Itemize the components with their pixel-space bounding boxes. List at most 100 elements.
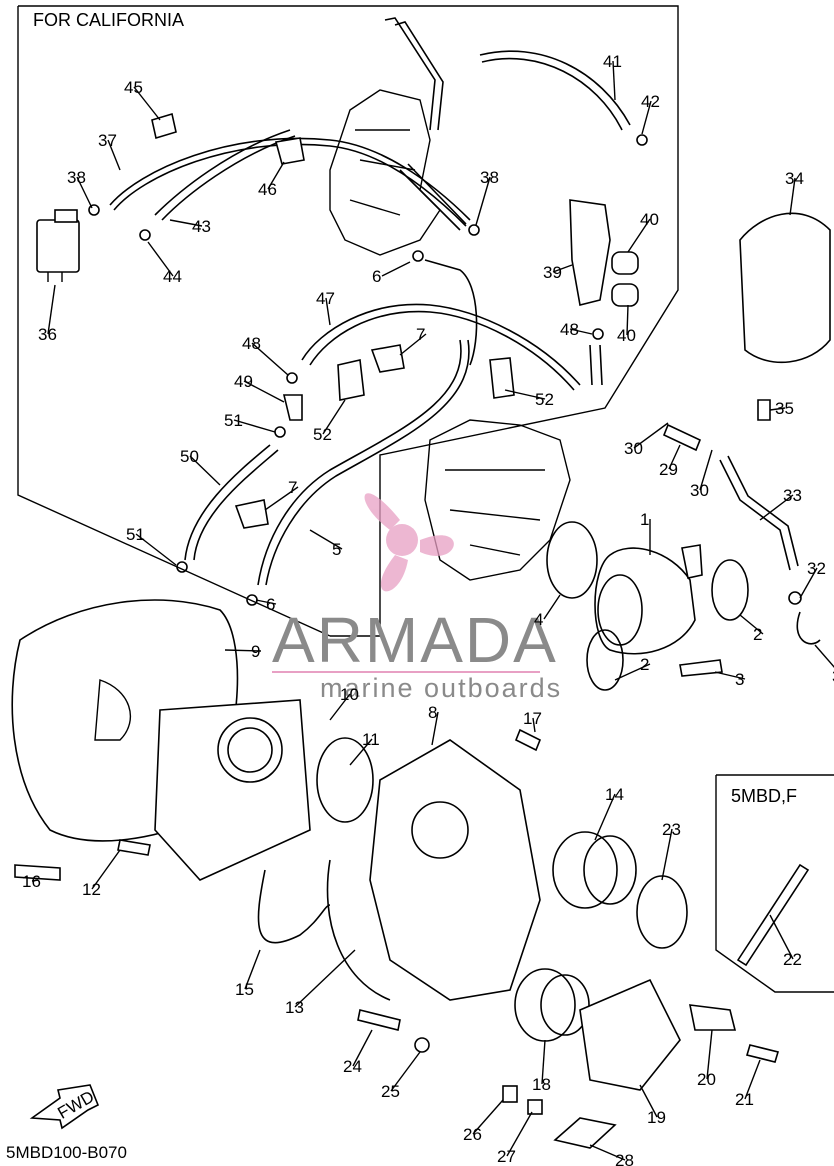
callout-number: 13 xyxy=(285,998,304,1017)
callout-number: 52 xyxy=(313,425,332,444)
watermark-brand: ARMADA xyxy=(272,604,558,676)
screw-35 xyxy=(757,399,771,421)
leader-line xyxy=(399,333,427,356)
clip-38b xyxy=(468,224,480,236)
screw-21 xyxy=(745,1044,780,1063)
callout-number: 51 xyxy=(224,411,243,430)
callout-number: 4 xyxy=(534,610,543,629)
variant-frame xyxy=(715,774,834,993)
nut-25 xyxy=(502,1085,518,1103)
callout-number: 46 xyxy=(258,180,277,199)
callout-number: 24 xyxy=(343,1057,362,1076)
hose-to-38 xyxy=(399,169,461,231)
callout-number: 28 xyxy=(615,1151,634,1166)
hose-6-upper xyxy=(424,259,478,366)
clip-48b xyxy=(592,328,604,340)
bolt-12 xyxy=(117,839,151,856)
callout-number: 7 xyxy=(288,478,297,497)
clip-48a xyxy=(286,372,298,384)
callout-number: 15 xyxy=(235,980,254,999)
leader-line xyxy=(789,177,796,216)
callout-number: 18 xyxy=(532,1075,551,1094)
hose-50 xyxy=(184,444,271,561)
callout-number: 16 xyxy=(22,872,41,891)
callout-number: 30 xyxy=(690,481,709,500)
leader-line xyxy=(309,529,343,550)
callout-number: 20 xyxy=(697,1070,716,1089)
leader-line xyxy=(472,1099,504,1135)
leader-line xyxy=(147,241,174,277)
screw-17 xyxy=(514,728,542,752)
joint-14 xyxy=(552,831,637,909)
watermark-tagline: marine outboards xyxy=(320,673,562,703)
leader-line xyxy=(264,486,299,511)
callout-number: 34 xyxy=(785,169,804,188)
case-13 xyxy=(326,859,391,1001)
clamp-46 xyxy=(274,137,305,165)
washer-27 xyxy=(414,1037,430,1053)
callout-number: 19 xyxy=(647,1108,666,1127)
callout-number: 26 xyxy=(463,1125,482,1144)
pipe-48 xyxy=(589,344,603,386)
leader-line xyxy=(614,663,651,681)
callout-number: 8 xyxy=(428,703,437,722)
callout-number: 49 xyxy=(234,372,253,391)
variant-header: 5MBD,F xyxy=(731,786,797,806)
callout-number: 9 xyxy=(251,642,260,661)
callout-number: 5 xyxy=(332,540,341,559)
callout-number: 43 xyxy=(192,217,211,236)
hose-41 xyxy=(479,50,631,126)
leader-line xyxy=(532,717,536,733)
screw-3 xyxy=(679,659,723,677)
callout-number: 10 xyxy=(340,685,359,704)
callout-number: 29 xyxy=(659,460,678,479)
plate-19 xyxy=(579,978,681,1091)
leader-line xyxy=(390,1051,421,1092)
callout-number: 35 xyxy=(775,399,794,418)
leader-line xyxy=(626,304,629,336)
callout-number: 47 xyxy=(316,289,335,308)
carburetor-outline xyxy=(424,419,571,581)
california-header: FOR CALIFORNIA xyxy=(33,10,184,30)
callout-number: 12 xyxy=(82,880,101,899)
callout-number: 50 xyxy=(180,447,199,466)
hose-50-inner xyxy=(193,449,279,561)
callout-number: 44 xyxy=(163,267,182,286)
element-10 xyxy=(154,699,311,881)
callout-number: 36 xyxy=(38,325,57,344)
leader-line xyxy=(769,407,786,411)
leader-line xyxy=(475,176,491,226)
bolt-16 xyxy=(14,864,61,881)
callout-number: 32 xyxy=(807,559,826,578)
bolt-24 xyxy=(357,1009,401,1031)
callout-number: 40 xyxy=(640,210,659,229)
leader-line xyxy=(91,849,121,890)
callout-number: 48 xyxy=(242,334,261,353)
clip-32 xyxy=(788,591,802,605)
leader-line xyxy=(543,594,561,620)
callout-number: 6 xyxy=(372,267,381,286)
hose-37-inner xyxy=(113,143,467,227)
leader-line xyxy=(107,139,121,171)
callout-number: 17 xyxy=(523,709,542,728)
leader-line xyxy=(569,328,593,335)
holder-20 xyxy=(688,1004,737,1031)
leader-line xyxy=(349,738,373,766)
leader-line xyxy=(661,828,673,881)
hose-15 xyxy=(257,869,331,944)
cover-34 xyxy=(739,212,831,364)
leader-line xyxy=(294,949,356,1008)
callout-number: 37 xyxy=(98,131,117,150)
engine-outline-upper xyxy=(329,89,441,256)
leader-line xyxy=(381,261,411,277)
callout-number: 48 xyxy=(560,320,579,339)
gasket-2a xyxy=(711,559,749,621)
callout-number: 21 xyxy=(735,1090,754,1109)
leader-line xyxy=(552,264,573,273)
leader-line xyxy=(641,100,652,135)
leader-line xyxy=(47,284,56,335)
leader-line xyxy=(759,494,794,521)
callout-number: 23 xyxy=(662,820,681,839)
collar-26 xyxy=(527,1099,543,1115)
callout-number: 3 xyxy=(735,670,744,689)
